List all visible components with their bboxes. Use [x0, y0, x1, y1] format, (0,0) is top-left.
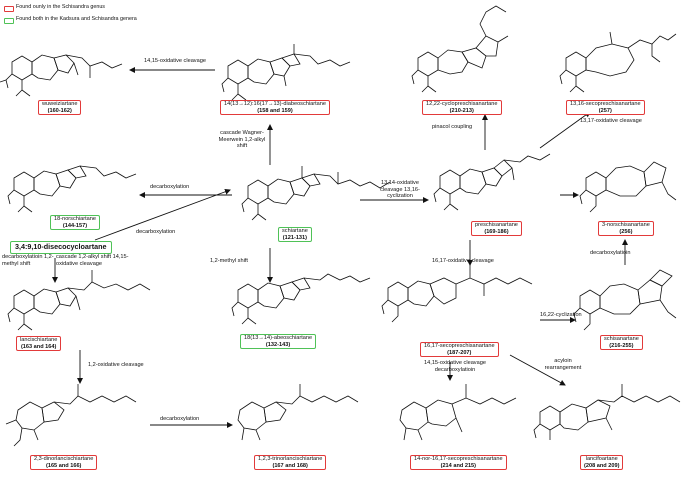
text-a13: 16,22-cyclization — [540, 312, 582, 318]
arrow-to-schiartane — [95, 188, 231, 240]
text-a7: 13,14-oxidative cleavage 13,16-cyclizati… — [380, 180, 420, 200]
trinorlancischiartane-structure — [238, 384, 358, 440]
text-a16: 14,15-oxidative cleavage decarboxylatioi… — [424, 360, 486, 373]
label-seco1617: 16,17-secopreschisanartane(187-207) — [420, 342, 499, 358]
label-schisanartane: schisanartane(216-255) — [600, 335, 643, 351]
preschisanartane-structure — [434, 154, 550, 210]
arrow-to-lancifoartane — [510, 355, 566, 386]
text-a10: 1,2-methyl shift — [210, 258, 248, 264]
schisanartane-structure — [574, 270, 676, 330]
label-wuweiziartane: wuweiziartane(160-162) — [38, 100, 82, 116]
label-disecocycloartane: 3,4:9,10-disecocycloartane — [10, 241, 112, 254]
legend-green-text: Found both in the Kadsura and Schisandra… — [16, 16, 137, 22]
legend-green-swatch — [4, 18, 14, 24]
schiartane-structure — [242, 166, 390, 220]
label-norschisanartane: 3-norschisanartane(256) — [598, 221, 654, 237]
text-a2: cascade Wagner-Meerwein 1,2-alkyl shift — [218, 130, 266, 150]
text-a15: decarboxylation — [160, 416, 200, 422]
label-trinorlancischiartane: 1,2,3-trinorlancischiartane(167 and 168) — [254, 455, 327, 471]
norschisanartane-structure — [580, 162, 676, 212]
nor14secopreschisanartane-structure — [400, 384, 516, 440]
legend-red-swatch — [4, 6, 14, 12]
norschiartane-structure — [8, 166, 136, 212]
arrow-to-seco1316 — [540, 111, 591, 148]
secopreschisanartane1617-structure — [382, 264, 532, 322]
text-a9: cascade 1,2-alkyl shift 14,15-oxidative … — [56, 254, 129, 267]
wuweiziartane-structure — [0, 55, 122, 96]
label-cyclopreschisanartane: 12,22-cyclopreschisanartane(210-213) — [422, 100, 502, 116]
label-lancifoartane: lancifoartane(208 and 209) — [580, 455, 624, 471]
secopreschisanartane1316-structure — [560, 32, 676, 92]
dinorlancischiartane-structure — [6, 384, 136, 446]
text-a1: 14,15-oxidative cleavage — [144, 58, 206, 64]
text-a3: pinacol coupling — [432, 124, 473, 130]
cyclopreschisanartane-structure — [412, 6, 508, 92]
label-nor14: 14-nor-16,17-secopreschisanartane(214 an… — [410, 455, 507, 471]
lancischiartane-structure — [8, 270, 150, 330]
text-a17: acyloin rearrangement — [544, 358, 582, 371]
abeoschiartane-structure — [232, 274, 370, 324]
text-a8: decarboxylatioin 1,2-methyl shift — [2, 254, 54, 267]
lancifoartane-structure — [534, 384, 680, 440]
diabeoschiartane-structure — [222, 44, 350, 100]
text-a11: 16,17-oxidative cleavage — [432, 258, 494, 264]
label-diabeo: 14(13→12):16(17→13)-diabeoschiartane(158… — [220, 100, 330, 116]
text-a6: decarboxylation — [136, 229, 176, 235]
text-a4: 13,17-oxidative cleavage — [580, 118, 642, 124]
legend-red-text: Found ounly in the Schisandra genus — [16, 4, 106, 10]
label-schiartane: schiartane(121-131) — [278, 227, 312, 243]
label-abeoschiartane: 18(13→14)-abeoschiartane(132-143) — [240, 334, 317, 350]
label-lancischiartane: lancischiartane(163 and 164) — [16, 336, 62, 352]
text-a14: 1,2-oxidative cleavage — [88, 362, 144, 368]
text-a5: decarboxylation — [150, 184, 190, 190]
label-norschiartane: 18-norschiartane(144-157) — [50, 215, 100, 231]
label-seco1316: 13,16-secopreschisanartane(257) — [566, 100, 645, 116]
label-dinorlancischiartane: 2,3-dinorlancischiartane(165 and 166) — [30, 455, 98, 471]
text-a12: decarboxylatioin — [590, 250, 631, 256]
label-preschisanartane: preschisanartane(169-186) — [471, 221, 522, 237]
